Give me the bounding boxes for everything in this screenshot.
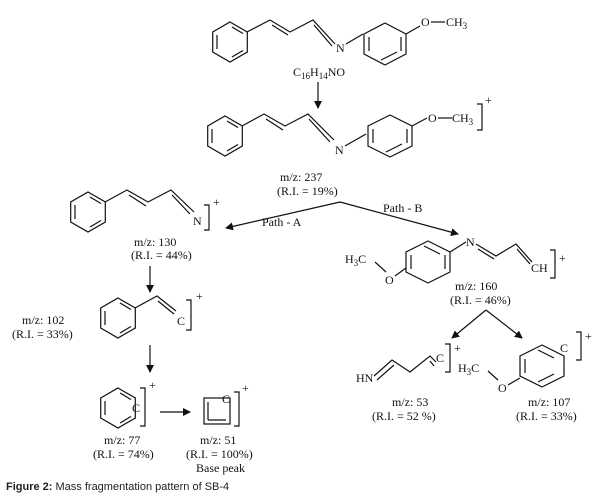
arrow-160-to-107 — [485, 309, 523, 339]
m53-ri-label: (R.I. = 52 %) — [372, 409, 436, 423]
methoxy-oxygen-label: O — [421, 15, 430, 29]
svg-text:C: C — [560, 341, 568, 355]
m160-mz-label: m/z: 160 — [455, 279, 497, 293]
path-a-label: Path - A — [262, 215, 302, 229]
m51-mz-label: m/z: 51 — [200, 433, 236, 447]
path-b-arrow — [339, 201, 459, 237]
m51-ri-label: (R.I. = 100%) — [186, 447, 253, 461]
svg-text:HN: HN — [356, 371, 374, 385]
m107-ri-label: (R.I. = 33%) — [516, 409, 577, 423]
parent-molecule: N O CH3 — [212, 15, 468, 66]
methyl-label: CH3 — [446, 15, 468, 31]
figure-caption: Figure 2: Mass fragmentation pattern of … — [6, 481, 229, 493]
svg-text:O: O — [498, 381, 507, 395]
m107-mz-label: m/z: 107 — [528, 395, 570, 409]
m237-mz-label: m/z: 237 — [280, 170, 322, 184]
fragment-51: C + — [203, 381, 249, 427]
fragment-160: H3C O N CH + — [345, 235, 566, 287]
m53-mz-label: m/z: 53 — [392, 395, 428, 409]
m102-ri-label: (R.I. = 33%) — [12, 327, 73, 341]
svg-text:O: O — [385, 273, 394, 287]
molecular-ion: N O CH3 + — [207, 93, 492, 158]
fragment-130: N + — [70, 189, 220, 233]
m77-mz-label: m/z: 77 — [104, 433, 140, 447]
svg-text:+: + — [242, 381, 249, 395]
m102-mz-label: m/z: 102 — [22, 313, 64, 327]
m237-ri-label: (R.I. = 19%) — [277, 184, 338, 198]
benzene-ring-right — [363, 22, 407, 66]
svg-text:CH3: CH3 — [452, 111, 474, 127]
fragment-53: HN C + — [356, 341, 461, 385]
svg-text:+: + — [149, 378, 156, 392]
m77-ri-label: (R.I. = 74%) — [93, 447, 154, 461]
svg-text:C: C — [222, 392, 230, 406]
svg-text:N: N — [193, 214, 202, 228]
imine-nitrogen-label: N — [336, 41, 345, 55]
m130-mz-label: m/z: 130 — [134, 235, 176, 249]
path-b-label: Path - B — [383, 201, 422, 215]
svg-text:H3C: H3C — [458, 361, 479, 377]
svg-text:H3C: H3C — [345, 252, 366, 268]
m130-ri-label: (R.I. = 44%) — [131, 248, 192, 262]
svg-text:+: + — [585, 329, 592, 343]
svg-text:C: C — [132, 401, 140, 415]
svg-text:+: + — [559, 251, 566, 265]
svg-text:CH: CH — [531, 261, 548, 275]
svg-text:C: C — [177, 314, 185, 328]
svg-text:O: O — [428, 111, 437, 125]
arrow-160-to-53 — [451, 309, 487, 339]
svg-text:C: C — [436, 351, 444, 365]
svg-text:N: N — [466, 235, 475, 249]
path-a-arrow — [225, 201, 341, 231]
fragment-107: H3C O C + — [458, 329, 592, 395]
svg-text:+: + — [196, 289, 203, 303]
fragment-77: C + — [100, 378, 156, 429]
m160-ri-label: (R.I. = 46%) — [450, 293, 511, 307]
benzene-ring-left — [212, 21, 248, 63]
fragment-102: C + — [100, 289, 203, 339]
svg-text:+: + — [454, 341, 461, 355]
svg-text:N: N — [335, 143, 344, 157]
molecular-formula: C16H14NO — [293, 65, 345, 81]
svg-text:+: + — [213, 195, 220, 209]
molecular-ion-charge: + — [485, 93, 492, 107]
base-peak-label: Base peak — [196, 461, 245, 475]
